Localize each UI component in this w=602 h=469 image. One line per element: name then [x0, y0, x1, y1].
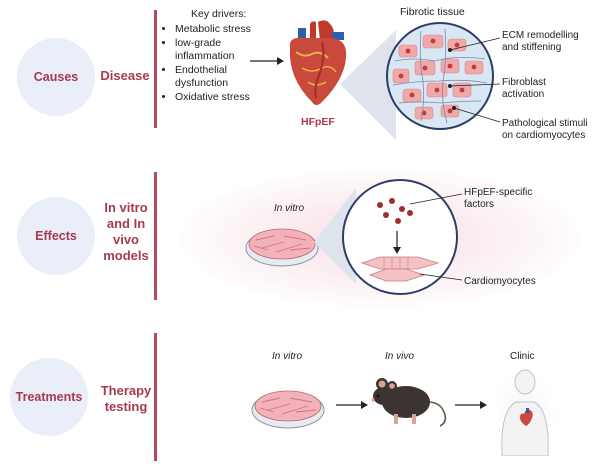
row1-divider: [154, 10, 157, 128]
driver-item: Oxidative stress: [175, 91, 273, 105]
causes-circle: Causes: [17, 38, 95, 116]
models-title-line: and In: [106, 216, 146, 231]
drivers-title: Key drivers:: [191, 8, 247, 20]
magnifier-cone: [340, 30, 396, 140]
models-title-line: In vitro: [104, 200, 148, 215]
driver-item: Metabolic stress: [175, 23, 273, 37]
factors-label: HFpEF-specific factors: [464, 187, 533, 210]
models-title: In vitro and In vivo models: [100, 200, 152, 264]
fibrotic-title: Fibrotic tissue: [400, 6, 465, 18]
cardiomyocytes-label: Cardiomyocytes: [464, 276, 536, 287]
arrow-icon: [336, 401, 368, 409]
cell-model-icon: [342, 179, 458, 295]
petri-dish-icon: [251, 390, 325, 429]
therapy-title: Therapy testing: [98, 383, 154, 415]
treatments-circle: Treatments: [10, 358, 88, 436]
therapy-title-line: testing: [104, 399, 148, 414]
hfpef-label: HFpEF: [301, 116, 335, 128]
heart-icon: [289, 20, 347, 105]
models-title-line: vivo: [112, 232, 139, 247]
arrow-icon: [455, 401, 487, 409]
callout-lines-2: [410, 193, 463, 281]
mouse-icon: [371, 378, 447, 427]
callout-ecm: ECM remodelling and stiffening: [502, 30, 579, 53]
treatments-label: Treatments: [15, 390, 83, 404]
row3-divider: [154, 333, 157, 461]
fibrotic-tissue-icon: [386, 22, 494, 130]
models-title-line: models: [103, 248, 149, 263]
drivers-list: Metabolic stress low-grade inflammation …: [163, 23, 273, 104]
causes-label: Causes: [33, 70, 79, 84]
clinic-label: Clinic: [510, 351, 535, 362]
effects-circle: Effects: [17, 197, 95, 275]
petri-dish-icon: [245, 228, 319, 267]
callout-lines: [448, 37, 501, 123]
arrow-icon: [250, 57, 284, 65]
effects-label: Effects: [35, 229, 77, 243]
in-vitro-label-therapy: In vitro: [272, 351, 303, 362]
in-vitro-label-models: In vitro: [274, 203, 305, 214]
callout-fibroblast: Fibroblast activation: [502, 77, 546, 100]
row2-divider: [154, 172, 157, 300]
in-vivo-label: In vivo: [385, 351, 414, 362]
callout-pathological: Pathological stimuli on cardiomyocytes: [502, 118, 588, 141]
driver-item: low-grade inflammation: [175, 37, 273, 64]
disease-title: Disease: [100, 68, 150, 83]
magnifier-cone-2: [314, 188, 356, 284]
driver-item: Endothelial dysfunction: [175, 64, 273, 91]
therapy-title-line: Therapy: [100, 383, 152, 398]
key-drivers: Key drivers: Metabolic stress low-grade …: [163, 8, 273, 104]
human-icon: [490, 364, 560, 456]
